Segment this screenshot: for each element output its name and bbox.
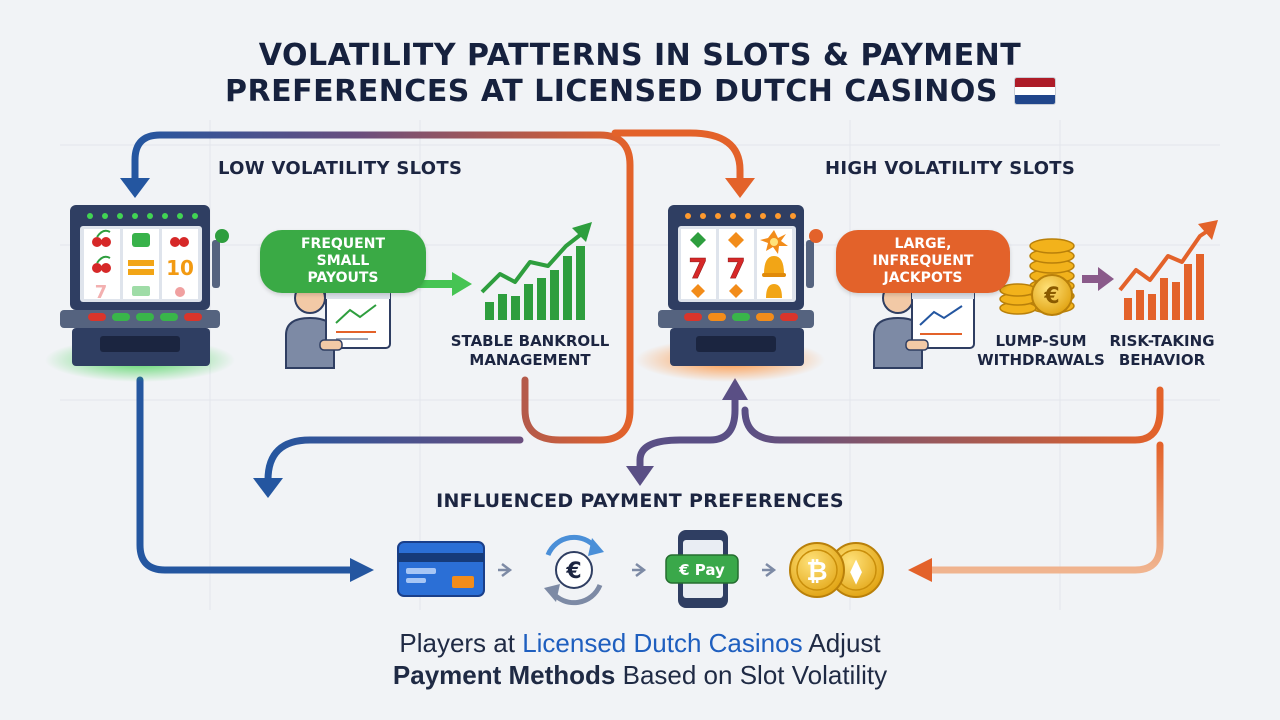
risk-taking-behavior-label: RISK-TAKING BEHAVIOR (1102, 332, 1222, 370)
chevron-right-icon-2 (632, 563, 647, 577)
low-reel-bar (128, 260, 154, 275)
frequent-pill-line-1: FREQUENT SMALL (300, 236, 385, 269)
stable-bankroll-label: STABLE BANKROLL MANAGEMENT (440, 332, 620, 370)
low-top-lights (87, 213, 198, 219)
dutch-flag-icon (1014, 78, 1055, 104)
high-reel-diamond-3 (691, 284, 705, 298)
low-reel-cherry-4 (175, 287, 185, 297)
eth-symbol: ⧫ (850, 557, 862, 585)
low-reel-cherry-3 (92, 255, 111, 273)
low-rising-chart-icon (480, 222, 592, 320)
arrowhead-payments-right (908, 558, 932, 582)
mid-left-arrow (264, 436, 524, 484)
high-purple-arrow (1082, 267, 1114, 291)
euro-exchange-icon: € (544, 534, 604, 606)
exchange-euro-symbol: € (565, 559, 581, 584)
high-reel-bell-2 (766, 284, 782, 298)
low-buttons (88, 313, 202, 321)
arrowheads (120, 178, 932, 582)
footer-line-2-b: Based on Slot Volatility (615, 660, 888, 690)
high-buttons (684, 313, 798, 321)
low-person-icon (285, 282, 391, 369)
center-branch-arrow (636, 391, 739, 474)
lump-sum-line-1: LUMP-SUM (995, 332, 1087, 350)
high-reel-diamond-4 (729, 284, 743, 298)
high-reel-seven-2: 7 (726, 252, 745, 285)
low-reel-green-bar (132, 233, 150, 247)
footer-line-1-a: Players at (399, 628, 523, 658)
payment-preferences-heading: INFLUENCED PAYMENT PREFERENCES (436, 490, 844, 512)
low-green-arrow (416, 272, 472, 296)
low-volatility-heading: LOW VOLATILITY SLOTS (218, 158, 463, 179)
footer-line-1-b: Licensed Dutch Casinos (522, 628, 803, 658)
arrowhead-center-down (626, 466, 654, 486)
lump-sum-line-2: WITHDRAWALS (977, 351, 1105, 369)
crypto-coins-icon: ⧫ ₿ (789, 542, 884, 598)
footer-line-2-a: Payment Methods (392, 660, 616, 690)
arrowhead-high-machine (725, 178, 755, 198)
left-flow-arrow (136, 376, 356, 574)
high-rising-chart-icon (1118, 220, 1218, 320)
epay-phone-icon: € Pay (665, 530, 739, 608)
high-reel-seven-1: 7 (688, 252, 707, 285)
high-reel-diamond-2 (728, 232, 744, 248)
card-icon (397, 541, 485, 597)
flow-arrows (131, 129, 1164, 574)
arrowhead-mid-loop (253, 478, 283, 498)
footer-line-1: Players at Licensed Dutch Casinos Adjust (0, 628, 1280, 659)
lump-sum-withdrawals-label: LUMP-SUM WITHDRAWALS (975, 332, 1107, 370)
stable-bankroll-line-1: STABLE BANKROLL (450, 332, 610, 350)
high-reel-burst (760, 230, 788, 254)
coin-euro-symbol: € (1043, 284, 1059, 309)
title-line-2-text: PREFERENCES AT LICENSED DUTCH CASINOS (225, 74, 999, 109)
coin-stack-icon: € (999, 238, 1075, 316)
low-reel-cherry-2 (170, 237, 189, 247)
title-line-2: PREFERENCES AT LICENSED DUTCH CASINOS (0, 74, 1280, 109)
chevron-right-icon (498, 563, 513, 577)
frequent-pill-line-2: PAYOUTS (307, 270, 379, 286)
top-loop-arrow (131, 131, 634, 444)
epay-label: € Pay (678, 561, 725, 579)
background-grid (60, 120, 1220, 610)
jackpots-pill-line-1: LARGE, INFREQUENT (872, 236, 974, 269)
low-slot-machine-icon: 10 7 (45, 205, 235, 382)
high-top-lights (685, 213, 796, 219)
center-branch-right (741, 386, 1164, 444)
right-flow-arrow (926, 441, 1164, 574)
low-reel-seven: 7 (95, 282, 108, 303)
stable-bankroll-line-2: MANAGEMENT (469, 351, 591, 369)
low-reel-green-bar-2 (132, 286, 150, 296)
chevron-right-icon-3 (762, 563, 777, 577)
arrowhead-left-machine (120, 178, 150, 198)
risk-taking-line-2: BEHAVIOR (1118, 351, 1206, 369)
title-line-1: VOLATILITY PATTERNS IN SLOTS & PAYMENT (258, 38, 1022, 73)
high-slot-machine-icon: 7 7 (635, 205, 825, 382)
bitcoin-symbol: ₿ (806, 557, 827, 587)
low-reel-cherry-1 (92, 229, 111, 247)
frequent-small-payouts-pill: FREQUENT SMALL PAYOUTS (260, 230, 426, 293)
jackpots-pill-line-2: JACKPOTS (883, 270, 963, 286)
footer-line-1-c: Adjust (802, 628, 881, 658)
arrowhead-payments-left (350, 558, 374, 582)
risk-taking-line-1: RISK-TAKING (1109, 332, 1215, 350)
high-volatility-heading: HIGH VOLATILITY SLOTS (825, 158, 1076, 179)
arrowhead-center-up (722, 378, 748, 400)
large-infrequent-jackpots-pill: LARGE, INFREQUENT JACKPOTS (836, 230, 1010, 293)
footer-line-2: Payment Methods Based on Slot Volatility (0, 660, 1280, 691)
high-reel-bell (762, 256, 786, 277)
low-reel-ten: 10 (166, 256, 194, 280)
top-right-arrow (611, 129, 744, 184)
high-reel-diamond-1 (690, 232, 706, 248)
